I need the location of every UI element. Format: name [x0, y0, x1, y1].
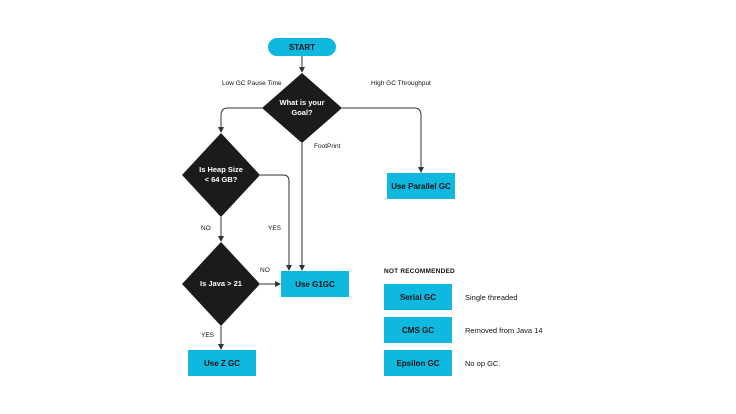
epsilon-gc-box: Epsilon GC — [384, 350, 452, 376]
java-diamond — [182, 242, 260, 326]
edge-label-java-no: NO — [260, 267, 270, 274]
goal-question: What is your Goal? — [279, 98, 325, 117]
edge-heap-g1 — [260, 174, 292, 271]
edge-label-heap-yes: YES — [268, 225, 282, 232]
edge-goal-heap — [218, 107, 262, 133]
heap-diamond — [182, 133, 260, 217]
serial-gc-note: Single threaded — [465, 292, 518, 302]
edge-label-heap-no: NO — [201, 225, 211, 232]
heap-question: Is Heap Size < 64 GB? — [199, 165, 243, 184]
java-question: Is Java > 21 — [200, 279, 242, 289]
use-zgc-box: Use Z GC — [188, 350, 256, 376]
edge-label-low-pause: Low GC Pause Time — [222, 80, 282, 87]
goal-diamond — [262, 73, 342, 143]
cms-gc-note: Removed from Java 14 — [465, 325, 543, 335]
serial-gc-box: Serial GC — [384, 284, 452, 310]
start-node: START — [268, 38, 336, 56]
not-recommended-title: NOT RECOMMENDED — [384, 268, 455, 275]
use-parallel-gc-box: Use Parallel GC — [387, 173, 455, 199]
edge-label-footprint: FootPrint — [314, 143, 341, 150]
use-g1gc-box: Use G1GC — [281, 271, 349, 297]
edge-label-high-throughput: High GC Throughput — [371, 80, 431, 87]
edge-label-java-yes: YES — [201, 332, 215, 339]
edge-goal-parallel — [342, 107, 424, 173]
epsilon-gc-note: No op GC. — [465, 358, 501, 368]
cms-gc-box: CMS GC — [384, 317, 452, 343]
